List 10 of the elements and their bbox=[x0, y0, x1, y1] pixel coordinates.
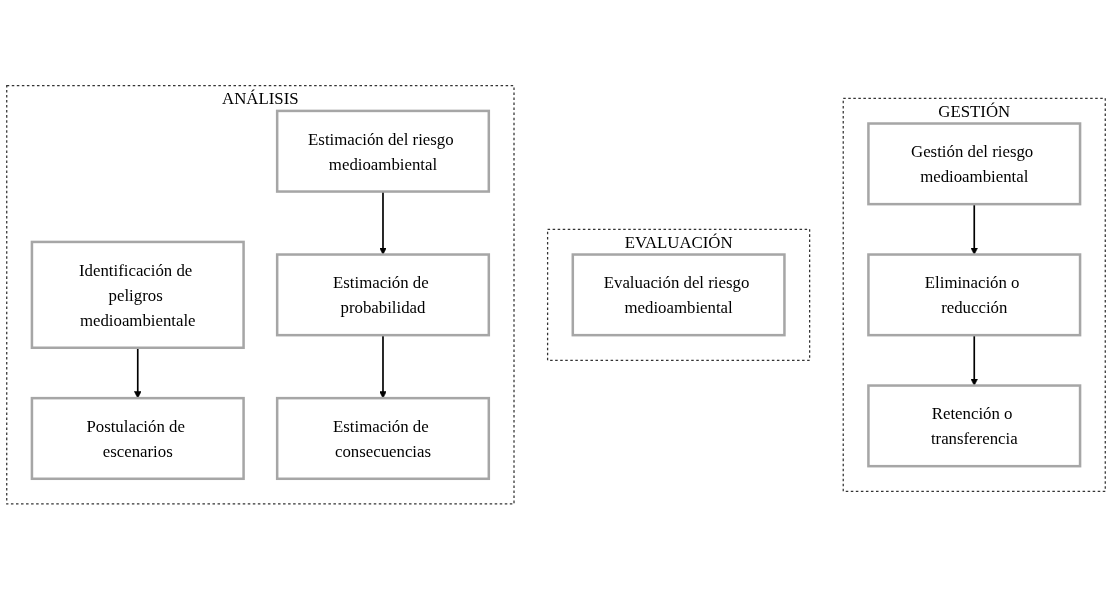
node-box: Identificación de peligros medioambientale bbox=[30, 240, 245, 350]
node-box: Estimación del riesgo medioambiental bbox=[275, 109, 491, 193]
node-box: Estimación de probabilidad bbox=[275, 253, 491, 337]
arrow bbox=[134, 347, 142, 399]
node-box: Evaluación del riesgo medioambiental bbox=[571, 253, 786, 337]
node-box: Eliminación o reducción bbox=[867, 253, 1082, 337]
node-box: Estimación de consecuencias bbox=[275, 397, 491, 481]
node-box: Postulación de escenarios bbox=[30, 397, 245, 481]
node-box: Retención o transferencia bbox=[867, 384, 1082, 468]
node-box: Gestión del riesgo medioambiental bbox=[867, 122, 1082, 206]
